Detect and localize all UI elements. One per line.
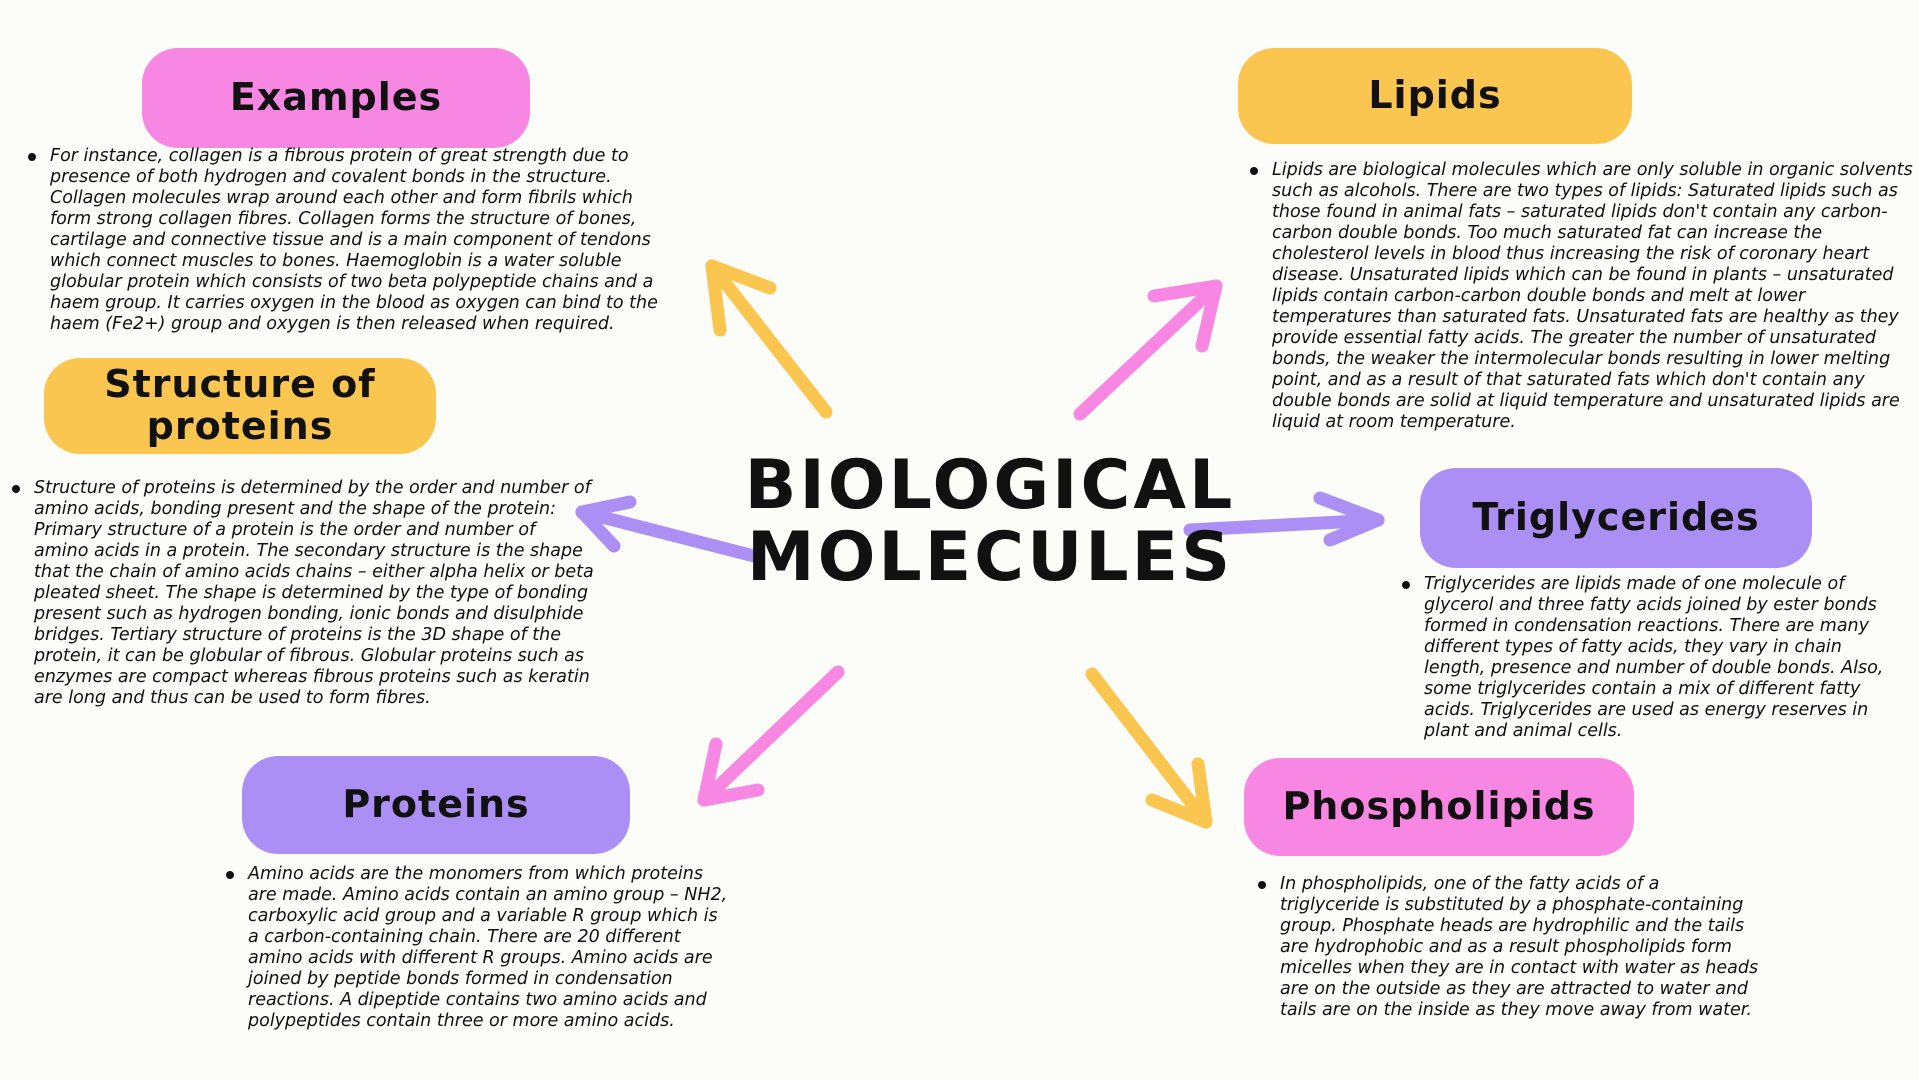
examples-text-block: For instance, collagen is a fibrous prot… (28, 146, 678, 335)
main-title: BIOLOGICAL MOLECULES (740, 450, 1240, 594)
arrow-to-examples (705, 259, 833, 419)
structure-heading: Structure of proteins (44, 358, 436, 454)
examples-heading-label: Examples (229, 75, 443, 120)
main-title-line1: BIOLOGICAL (744, 446, 1236, 525)
phospholipids-bullet (1258, 881, 1266, 889)
proteins-bullet (226, 871, 234, 879)
triglycerides-heading: Triglycerides (1420, 468, 1812, 568)
arrow-to-lipids (1073, 279, 1223, 421)
lipids-text: Lipids are biological molecules which ar… (1272, 160, 1913, 432)
lipids-bullet (1250, 167, 1258, 175)
examples-heading: Examples (142, 48, 530, 148)
lipids-text-block: Lipids are biological molecules which ar… (1250, 160, 1916, 433)
proteins-heading: Proteins (242, 756, 630, 854)
phospholipids-heading: Phospholipids (1244, 758, 1634, 856)
arrow-to-phospholipids (1085, 667, 1213, 829)
phospholipids-text-block: In phospholipids, one of the fatty acids… (1258, 874, 1760, 1021)
lipids-heading: Lipids (1238, 48, 1632, 144)
main-title-line2: MOLECULES (746, 518, 1234, 597)
phospholipids-heading-label: Phospholipids (1282, 784, 1596, 829)
examples-text: For instance, collagen is a fibrous prot… (50, 146, 658, 334)
proteins-text: Amino acids are the monomers from which … (248, 864, 728, 1031)
arrow-to-structure (575, 495, 761, 563)
examples-bullet (28, 153, 36, 161)
proteins-text-block: Amino acids are the monomers from which … (226, 864, 730, 1032)
structure-heading-line2: proteins (146, 404, 334, 448)
structure-text-block: Structure of proteins is determined by t… (12, 478, 594, 709)
structure-bullet (12, 485, 20, 493)
lipids-heading-label: Lipids (1368, 73, 1502, 118)
triglycerides-text: Triglycerides are lipids made of one mol… (1424, 574, 1884, 741)
triglycerides-bullet (1402, 581, 1410, 589)
phospholipids-text: In phospholipids, one of the fatty acids… (1280, 874, 1759, 1020)
structure-text: Structure of proteins is determined by t… (34, 478, 594, 708)
structure-heading-line1: Structure of (104, 362, 376, 407)
triglycerides-text-block: Triglycerides are lipids made of one mol… (1402, 574, 1898, 742)
arrow-to-proteins (697, 665, 845, 807)
proteins-heading-label: Proteins (342, 782, 530, 827)
triglycerides-heading-label: Triglycerides (1472, 495, 1760, 540)
